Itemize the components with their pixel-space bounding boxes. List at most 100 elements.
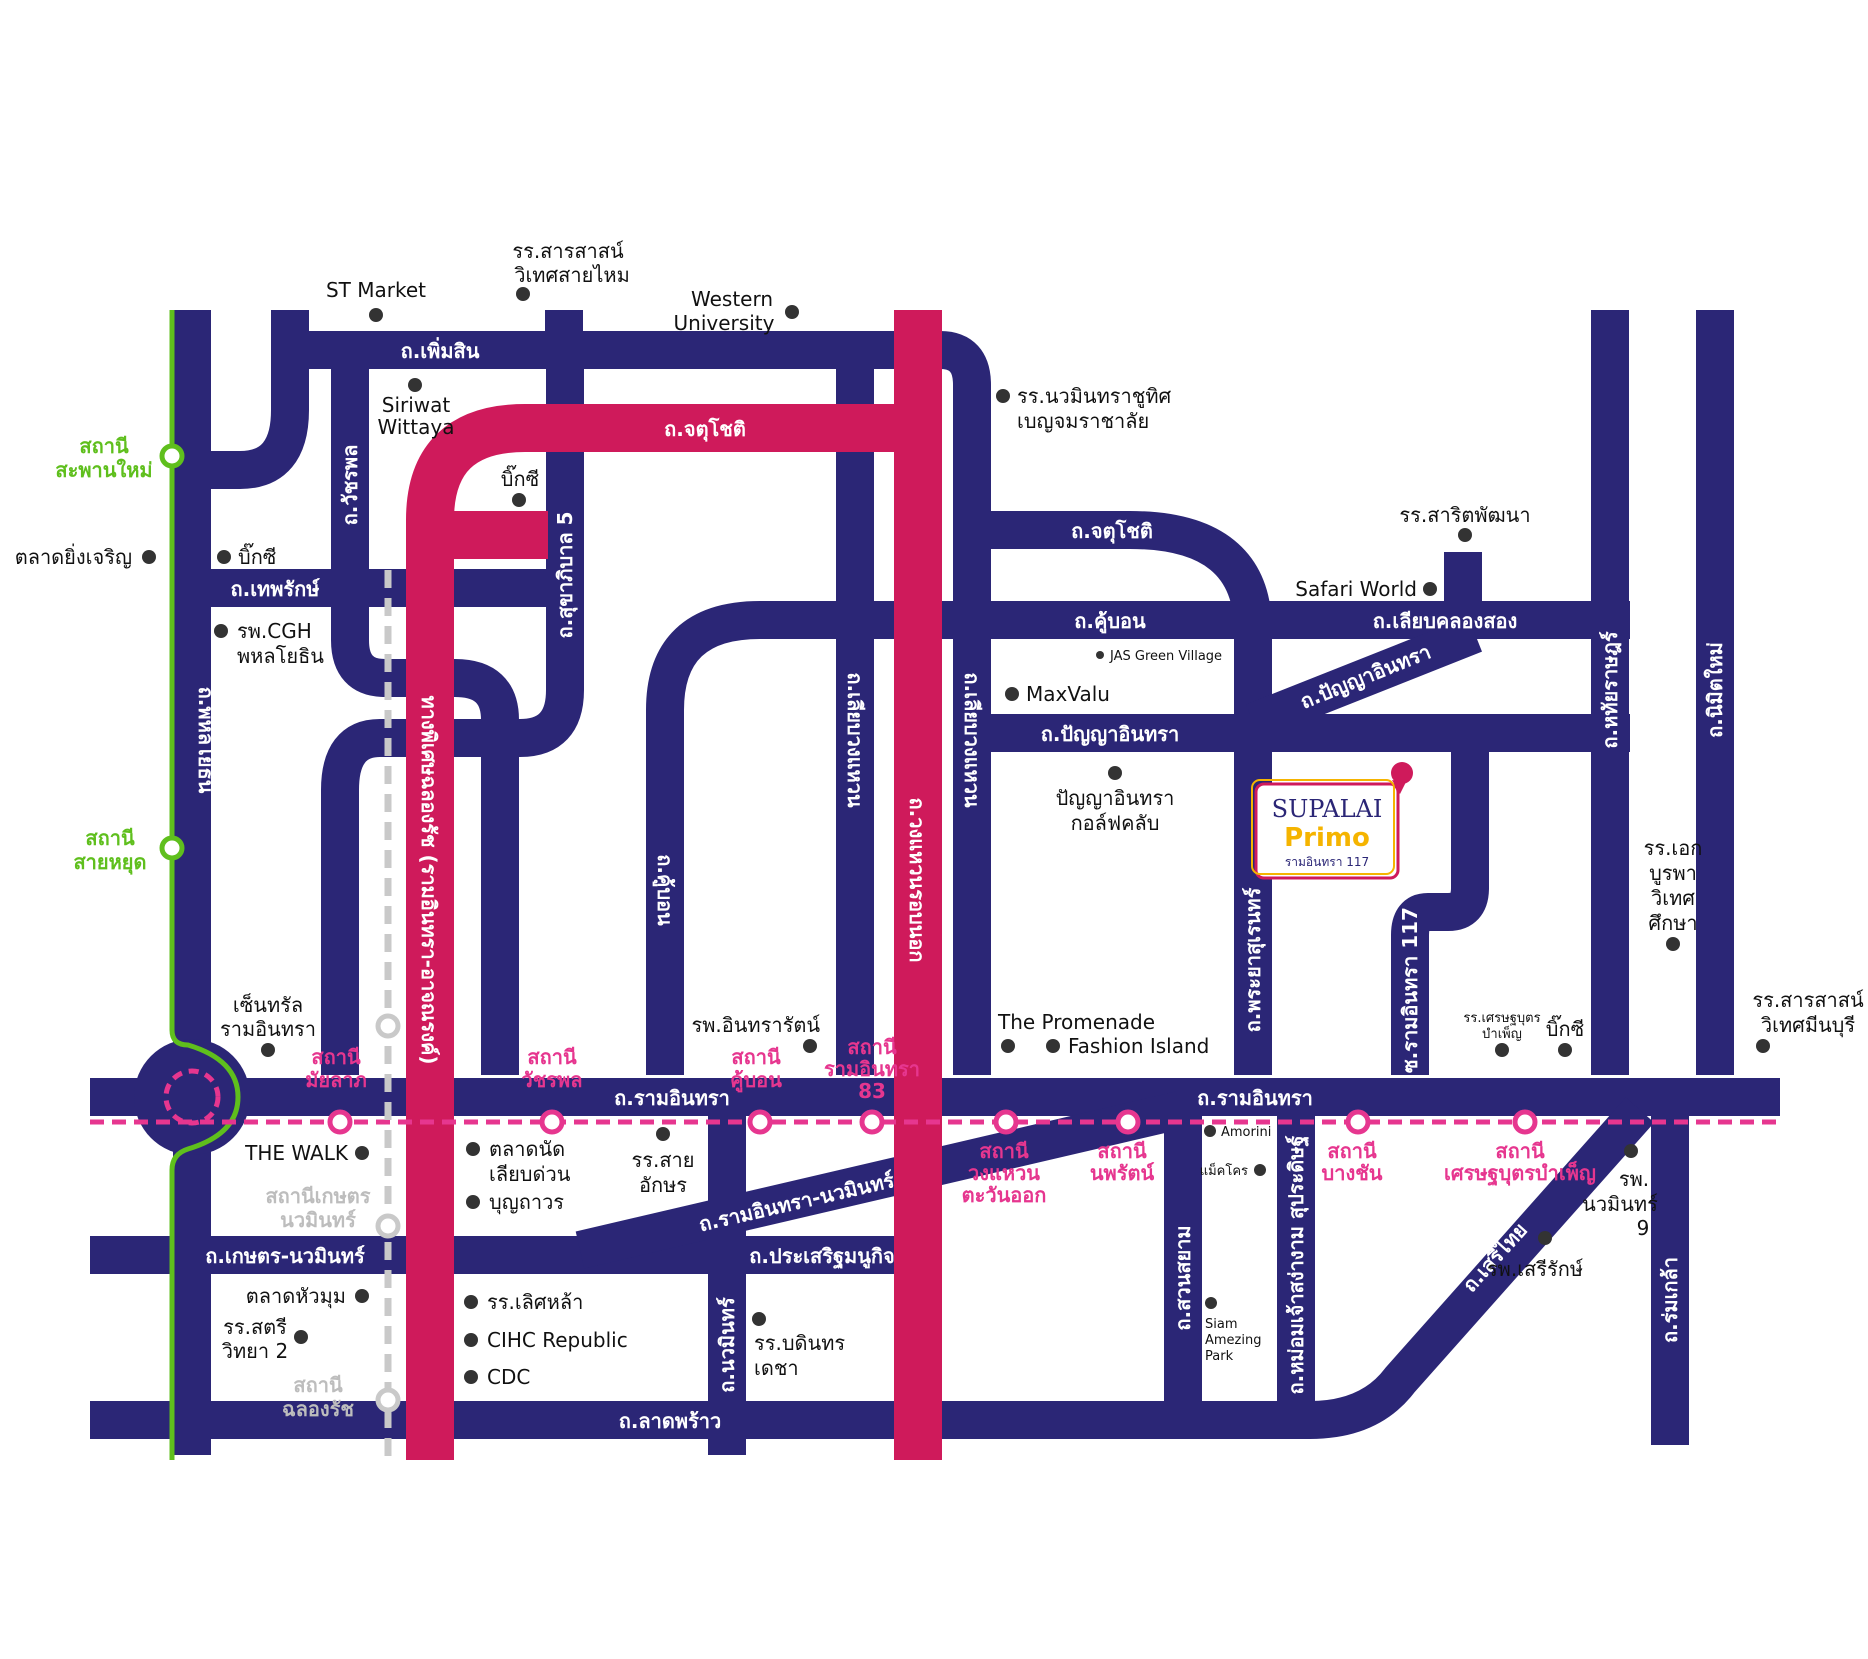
poi-label-nawamin9-3: 9 [1637,1216,1650,1240]
station-marker-saphanmai [159,443,185,469]
station-marker-grey-1 [375,1013,401,1039]
poi-dot-the-walk [355,1146,369,1160]
poi-label-sarasas-minburi-2: วิเทศมีนบุรี [1761,1013,1855,1038]
poi-label-siriwat-1: Siriwat [382,393,451,417]
place-dots [142,287,1770,1384]
station-label-bangchan-2: บางชัน [1322,1161,1383,1185]
poi-dot-cgh [214,624,228,638]
poi-label-ek-4: ศึกษา [1648,911,1697,935]
poi-label-inthararat: รพ.อินทรารัตน์ [691,1013,820,1037]
poi-label-bodindecha-2: เดชา [754,1356,799,1380]
poi-label-bigc-3: บิ๊กซี [1546,1014,1584,1041]
road-label-khubon: ถ.คู้บอน [1074,609,1146,635]
poi-dot-maxvalu [1005,687,1019,701]
poi-dot-safari [1423,582,1437,596]
poi-dot-western [785,305,799,319]
poi-dot-inthararat [803,1039,817,1053]
station-label-chalong-2: ฉลองรัช [282,1397,354,1421]
station-marker-miyalap [327,1109,353,1135]
poi-label-nawamin-school-1: รร.นวมินทราชูทิศ [1017,384,1172,409]
poi-label-satri-2: วิทยา 2 [222,1339,288,1363]
station-marker-kaset [375,1213,401,1239]
poi-label-bodindecha-1: รร.บดินทร [754,1331,845,1355]
poi-label-fashion: Fashion Island [1068,1034,1209,1058]
bts-green-line [169,310,241,1460]
road-label-expressway: ทางพิเศษฉลองรัช (รามอินทรา-อาจณรงค์) [417,696,441,1065]
road-label-ladprao: ถ.ลาดพร้าว [619,1409,722,1433]
poi-label-central-2: รามอินทรา [220,1017,316,1041]
road-label-kaset-nawamin: ถ.เกษตร-นวมินทร์ [205,1244,365,1268]
poi-label-safari: Safari World [1295,577,1417,601]
road-label-panyaindra: ถ.ปัญญาอินทรา [1041,722,1180,746]
road-label-kanchanaphisek: ถ.วงแหวนรอบนอก [905,798,929,963]
station-label-noppharat-1: สถานี [1097,1139,1147,1163]
road-label-ramintra-right: ถ.รามอินทรา [1197,1086,1313,1110]
poi-dot-bigc-2 [217,550,231,564]
poi-dot-sai-aksorn [656,1127,670,1141]
station-marker-noppharat [1115,1109,1141,1135]
station-label-ram83-3: 83 [858,1079,886,1103]
poi-dot-jas [1096,651,1104,659]
logo-brand-name: SUPALAI [1272,795,1383,823]
logo-project-name: รามอินทรา 117 [1285,855,1369,869]
road-label-sukhaphiban5: ถ.สุขาภิบาล 5 [553,511,578,638]
poi-label-bunthavorn: บุญถาวร [489,1190,564,1215]
poi-dot-talad-huamum [355,1289,369,1303]
poi-label-st-market: ST Market [326,278,426,302]
road-label-phrayasuren: ถ.พระยาสุเรนทร์ [1241,887,1266,1032]
poi-dot-settha-school [1495,1043,1509,1057]
poi-dot-talad-yingcharoen [142,550,156,564]
poi-label-cihc: CIHC Republic [487,1328,628,1352]
station-label-kaset-1: สถานีเกษตร [265,1184,370,1208]
poi-dot-st-market [369,308,383,322]
station-label-saiyud-2: สายหยุด [73,850,146,875]
poi-dot-fashion [1046,1039,1060,1053]
poi-dot-sarasas [516,287,530,301]
poi-label-siam-1: Siam [1205,1317,1238,1332]
poi-label-talad-liap-2: เลียบด่วน [489,1162,571,1186]
road-ramintra-nawamin [575,1091,1185,1269]
poi-label-settha-school-1: รร.เศรษฐบุตร [1463,1011,1540,1026]
poi-dot-nawamin9 [1624,1144,1638,1158]
poi-label-sai-aksorn-2: อักษร [639,1173,687,1197]
station-label-watcharapol-2: วัชรพล [522,1068,583,1092]
poi-dot-amorini [1204,1125,1216,1137]
poi-label-bigc-1: บิ๊กซี [501,464,539,491]
poi-dot-talad-liap [466,1142,480,1156]
station-label-miyalap-2: มัยลาภ [305,1068,367,1092]
station-label-watcharapol-1: สถานี [527,1045,577,1069]
station-marker-chalong [375,1387,401,1413]
poi-dot-siam-park [1205,1297,1217,1309]
poi-label-ek-3: วิเทศ [1651,886,1695,910]
station-label-chalong-1: สถานี [293,1373,343,1397]
poi-label-central-1: เซ็นทรัล [233,992,303,1017]
station-marker-ram83 [859,1109,885,1135]
road-label-momchao: ถ.หม่อมเจ้าสง่างาม สุประดิษฐ์ [1284,1136,1310,1395]
poi-label-jas: JAS Green Village [1109,649,1222,664]
poi-label-siriwat-2: Wittaya [378,415,455,439]
station-label-khubon-2: คู้บอน [730,1068,782,1094]
poi-dot-bunthavorn [466,1195,480,1209]
road-label-romklao: ถ.ร่มเกล้า [1658,1257,1682,1343]
poi-label-lertla: รร.เลิศหล้า [487,1290,583,1314]
poi-dot-central [261,1043,275,1057]
poi-label-the-walk: THE WALK [244,1141,349,1165]
logo-frame-shadow [1251,779,1395,875]
poi-label-sarasas-1: รร.สารสาสน์ [512,239,624,263]
station-label-settha-2: เศรษฐบุตรบำเพ็ญ [1444,1160,1596,1187]
location-pin-icon [1391,762,1413,784]
road-label-liapwongwaen-2: ถ.เลียบวงแหวน [960,672,984,808]
poi-dot-satri [294,1330,308,1344]
poi-label-satri-1: รร.สตรี [223,1315,287,1339]
station-label-miyalap-1: สถานี [311,1045,361,1069]
road-panyaindra-diag [1245,616,1483,740]
poi-dot-lertla [464,1295,478,1309]
road-label-liapwongwaen-1: ถ.เลียบวงแหวน [843,672,867,808]
road-label-prasertmanukit: ถ.ประเสริฐมนูกิจ [749,1244,894,1270]
station-marker-khubon [747,1109,773,1135]
expressway-network [406,310,942,1460]
poi-dot-sarasas-minburi [1756,1039,1770,1053]
road-label-nawamin: ถ.นวมินทร์ [715,1297,739,1393]
station-label-khubon-1: สถานี [731,1045,781,1069]
